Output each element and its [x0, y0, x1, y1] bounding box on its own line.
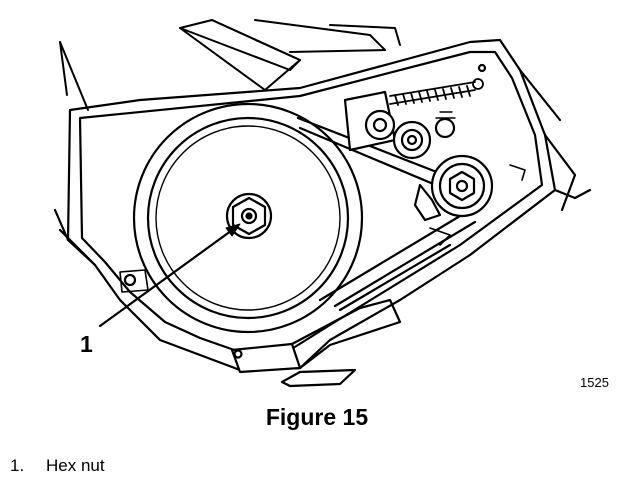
callout-number: 1	[80, 331, 93, 357]
mounting-hole	[123, 273, 137, 287]
cover-panels	[59, 19, 401, 111]
callout-leader	[98, 223, 241, 328]
legend-list: 1. Hex nut	[10, 456, 105, 476]
idler-assembly	[343, 90, 456, 160]
legend-item: 1. Hex nut	[10, 456, 105, 476]
legend-item-number: 1.	[10, 456, 25, 475]
legend-item-label: Hex nut	[46, 456, 105, 475]
figure-caption: Figure 15	[265, 404, 369, 430]
belt-drive-illustration	[53, 19, 592, 388]
frame-hole	[477, 63, 487, 73]
bottom-bracket	[230, 243, 452, 388]
tension-spring	[389, 78, 484, 106]
hex-nut	[225, 192, 273, 240]
figure-id: 1525	[580, 375, 609, 390]
engine-pulley	[413, 154, 494, 246]
